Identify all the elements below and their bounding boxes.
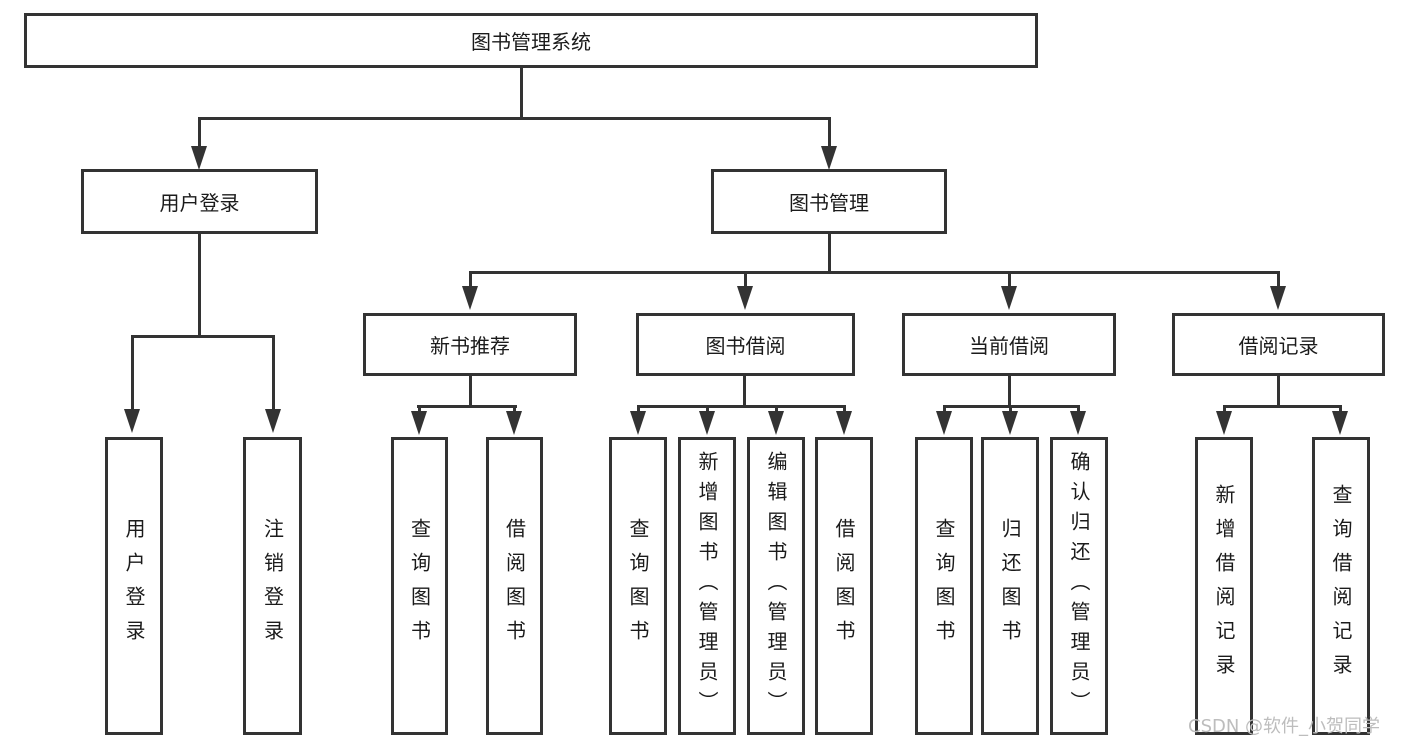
watermark: CSDN @软件_小贺同学 <box>1188 716 1381 737</box>
node-label: 查询图书 <box>932 518 956 654</box>
connector-branch <box>637 405 846 408</box>
arrowhead <box>1270 286 1286 310</box>
arrowhead <box>836 411 852 435</box>
leaf-query-borrow-record: 查询借阅记录 <box>1312 437 1370 735</box>
connector-stub <box>775 405 778 413</box>
leaf-confirm-return-admin: 确认归还（管理员） <box>1050 437 1108 735</box>
connector-branch <box>417 405 517 408</box>
connector-stub <box>1008 271 1011 287</box>
node-label: 图书管理系统 <box>471 30 591 54</box>
connector-stub <box>513 405 516 413</box>
node-label: 借阅记录 <box>1238 334 1319 358</box>
node-label: 编辑图书（管理员） <box>764 451 788 721</box>
node-label: 新增借阅记录 <box>1212 484 1236 688</box>
node-label: 用户登录 <box>159 191 240 215</box>
connector-book-mgmt-drop <box>828 234 831 273</box>
node-label: 查询图书 <box>626 518 650 654</box>
leaf-edit-book-admin: 编辑图书（管理员） <box>747 437 805 735</box>
node-new-book-recommend: 新书推荐 <box>363 313 577 376</box>
node-label: 归还图书 <box>998 518 1022 654</box>
connector-stub <box>828 117 831 148</box>
arrowhead <box>821 146 837 170</box>
leaf-return-book: 归还图书 <box>981 437 1039 735</box>
connector-stub <box>1339 405 1342 413</box>
node-label: 新书推荐 <box>430 334 510 358</box>
leaf-query-books-recommend: 查询图书 <box>391 437 448 735</box>
leaf-borrow-books-recommend: 借阅图书 <box>486 437 543 735</box>
leaf-query-books-current: 查询图书 <box>915 437 973 735</box>
connector-stub <box>1077 405 1080 413</box>
connector-stub <box>843 405 846 413</box>
connector-drop <box>1008 376 1011 407</box>
node-label: 图书管理 <box>789 191 869 215</box>
node-library-system: 图书管理系统 <box>24 13 1038 68</box>
arrowhead <box>1001 286 1017 310</box>
arrowhead <box>1216 411 1232 435</box>
arrowhead <box>462 286 478 310</box>
connector-drop <box>1277 376 1280 407</box>
connector-stub <box>272 335 275 410</box>
connector-stub <box>469 271 472 287</box>
arrowhead <box>124 409 140 433</box>
arrowhead <box>768 411 784 435</box>
connector-user-login-branch <box>131 335 275 338</box>
connector-stub <box>1009 405 1012 413</box>
node-label: 用户登录 <box>122 518 146 654</box>
leaf-add-borrow-record: 新增借阅记录 <box>1195 437 1253 735</box>
connector-stub <box>198 117 201 148</box>
arrowhead <box>1332 411 1348 435</box>
connector-stub <box>131 335 134 410</box>
leaf-borrow-books: 借阅图书 <box>815 437 873 735</box>
node-label: 查询图书 <box>407 518 432 654</box>
node-label: 借阅图书 <box>832 518 856 654</box>
arrowhead <box>265 409 281 433</box>
node-user-login: 用户登录 <box>81 169 318 234</box>
connector-stub <box>706 405 709 413</box>
connector-stub <box>1223 405 1226 413</box>
connector-stub <box>637 405 640 413</box>
node-label: 当前借阅 <box>969 334 1049 358</box>
arrowhead <box>191 146 207 170</box>
leaf-add-book-admin: 新增图书（管理员） <box>678 437 736 735</box>
connector-drop <box>743 376 746 407</box>
leaf-logout: 注销登录 <box>243 437 302 735</box>
arrowhead <box>1070 411 1086 435</box>
arrowhead <box>411 411 427 435</box>
node-book-borrow: 图书借阅 <box>636 313 855 376</box>
connector-stub <box>744 271 747 287</box>
node-current-borrow: 当前借阅 <box>902 313 1116 376</box>
connector-user-login-drop <box>198 234 201 337</box>
connector-branch <box>1223 405 1342 408</box>
arrowhead <box>699 411 715 435</box>
node-label: 图书借阅 <box>705 334 786 358</box>
node-label: 注销登录 <box>260 518 285 654</box>
connector-book-mgmt-branch <box>469 271 1280 274</box>
connector-stub <box>418 405 421 413</box>
arrowhead <box>506 411 522 435</box>
arrowhead <box>630 411 646 435</box>
node-label: 新增图书（管理员） <box>695 451 719 721</box>
connector-root-branch <box>198 117 831 120</box>
arrowhead <box>1002 411 1018 435</box>
leaf-query-books-borrow: 查询图书 <box>609 437 667 735</box>
connector-stub <box>1277 271 1280 287</box>
connector-drop <box>469 376 472 407</box>
connector-stub <box>943 405 946 413</box>
node-borrow-records: 借阅记录 <box>1172 313 1385 376</box>
connector-root-drop <box>520 68 523 119</box>
leaf-user-login: 用户登录 <box>105 437 163 735</box>
node-book-management: 图书管理 <box>711 169 947 234</box>
node-label: 查询借阅记录 <box>1329 484 1353 688</box>
arrowhead <box>737 286 753 310</box>
arrowhead <box>936 411 952 435</box>
node-label: 确认归还（管理员） <box>1067 451 1091 721</box>
node-label: 借阅图书 <box>502 518 527 654</box>
